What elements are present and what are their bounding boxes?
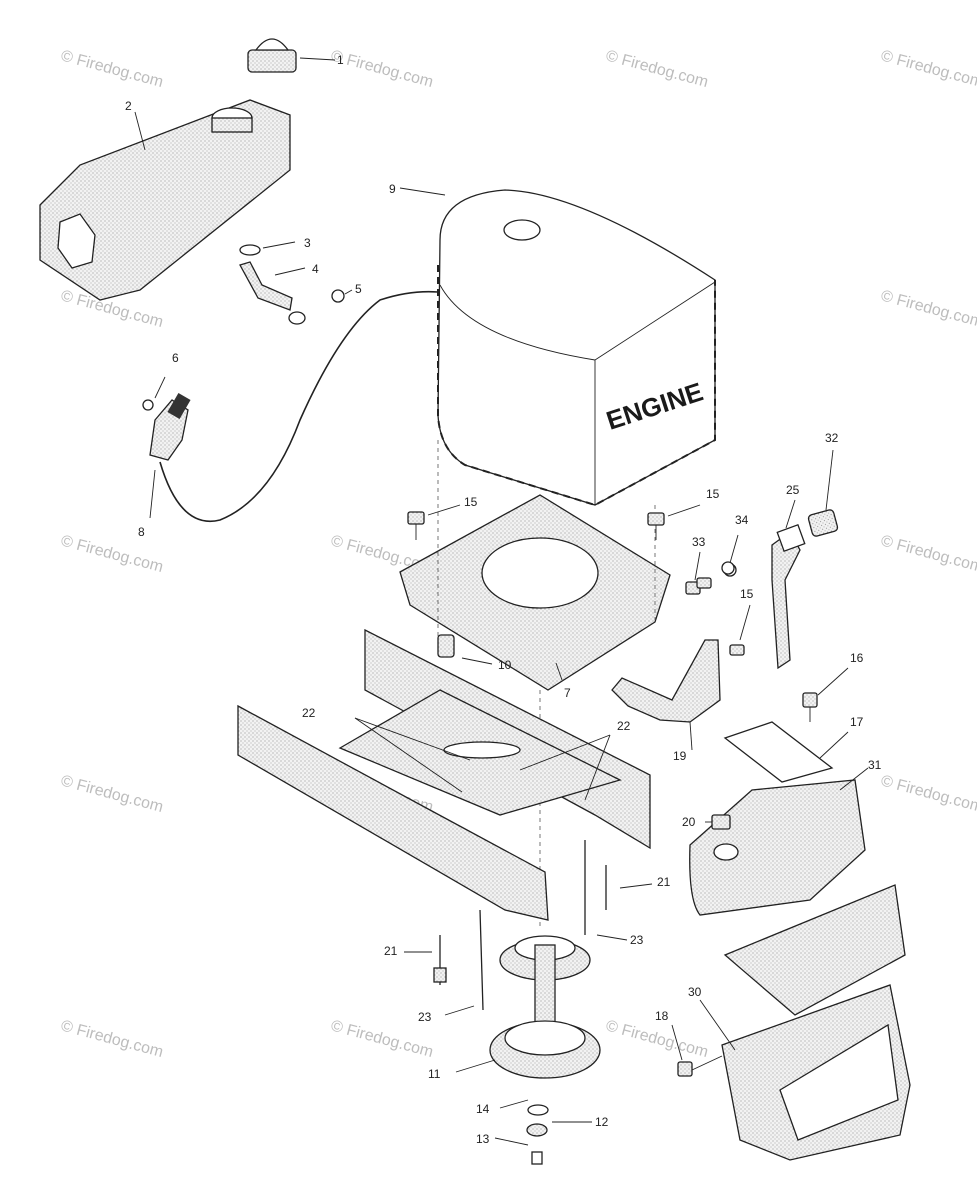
- callout-31: 31: [868, 758, 882, 772]
- watermark: © Firedog.com: [879, 287, 977, 331]
- callout-19: 19: [673, 749, 687, 763]
- watermark: © Firedog.com: [604, 1017, 710, 1061]
- callout-23-left: 23: [418, 1010, 432, 1024]
- callout-15-mid: 15: [740, 587, 754, 601]
- callout-30: 30: [688, 985, 702, 999]
- callout-12: 12: [595, 1115, 609, 1129]
- watermark: © Firedog.com: [59, 532, 165, 576]
- lower-shield: [671, 884, 911, 1161]
- callout-22-left: 22: [302, 706, 316, 720]
- callout-17: 17: [850, 715, 864, 729]
- callout-25: 25: [786, 483, 800, 497]
- callout-7: 7: [564, 686, 571, 700]
- fuel-cap: [247, 38, 336, 73]
- callout-6: 6: [172, 351, 179, 365]
- fuel-tank: [39, 99, 291, 301]
- throttle-control: [142, 290, 439, 522]
- watermark: © Firedog.com: [879, 47, 977, 91]
- muffler-bracket: [611, 639, 721, 751]
- callout-14: 14: [476, 1102, 490, 1116]
- watermark: © Firedog.com: [604, 47, 710, 91]
- callouts: 1 2 3 4 5 6 8 9 15 15 33 34 25 32 15 10 …: [125, 53, 882, 1146]
- exhaust-hardware: [696, 561, 735, 589]
- callout-23-right: 23: [630, 933, 644, 947]
- mounting-bolts: [404, 840, 653, 1016]
- callout-2: 2: [125, 99, 132, 113]
- callout-13: 13: [476, 1132, 490, 1146]
- engine: ENGINE: [399, 187, 716, 507]
- callout-4: 4: [312, 262, 319, 276]
- watermark: © Firedog.com: [329, 47, 435, 91]
- callout-15-left: 15: [464, 495, 478, 509]
- mounting-plate: [399, 440, 671, 930]
- muffler: [689, 767, 869, 916]
- heat-shield: [723, 667, 849, 783]
- callout-32: 32: [825, 431, 839, 445]
- callout-10: 10: [498, 658, 512, 672]
- callout-22-right: 22: [617, 719, 631, 733]
- callout-1: 1: [337, 53, 344, 67]
- callout-34: 34: [735, 513, 749, 527]
- watermark: © Firedog.com: [879, 772, 977, 816]
- watermark: © Firedog.com: [59, 47, 165, 91]
- frame: [237, 628, 651, 921]
- watermark: © Firedog.com: [59, 772, 165, 816]
- callout-9: 9: [389, 182, 396, 196]
- watermark: © Firedog.com: [59, 1017, 165, 1061]
- callout-15-right: 15: [706, 487, 720, 501]
- callout-18: 18: [655, 1009, 669, 1023]
- callout-21-left: 21: [384, 944, 398, 958]
- callout-5: 5: [355, 282, 362, 296]
- fuel-line: [239, 241, 353, 325]
- pulley-assembly: [455, 935, 601, 1165]
- watermark: © Firedog.com: [879, 532, 977, 576]
- callout-33: 33: [692, 535, 706, 549]
- callout-16: 16: [850, 651, 864, 665]
- muffler-bolt: [705, 814, 731, 830]
- callout-11: 11: [428, 1067, 441, 1081]
- callout-8: 8: [138, 525, 145, 539]
- exhaust-pipe: [771, 449, 839, 670]
- callout-20: 20: [682, 815, 696, 829]
- callout-3: 3: [304, 236, 311, 250]
- callout-21-right: 21: [657, 875, 671, 889]
